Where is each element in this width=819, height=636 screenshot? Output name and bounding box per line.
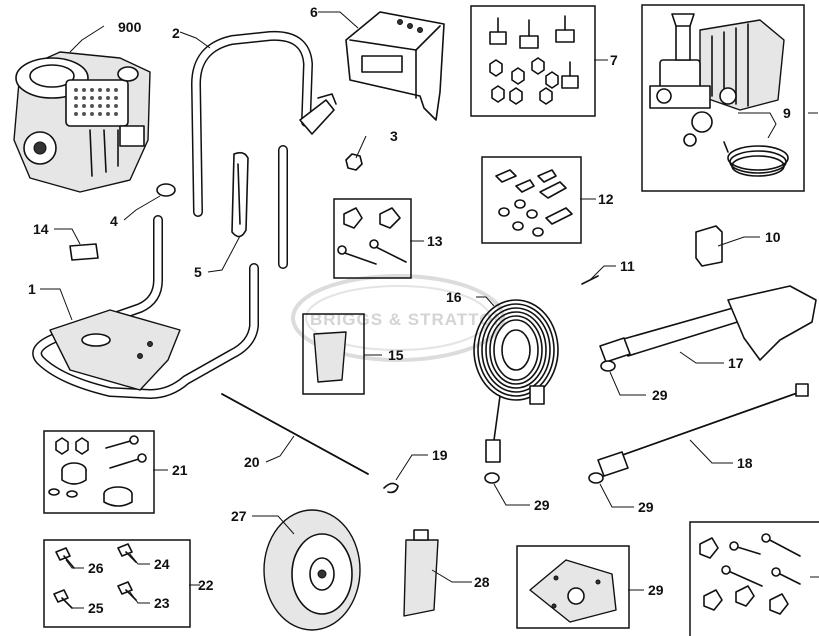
wand-part <box>588 383 809 484</box>
callout-4: 4 <box>110 213 118 229</box>
callout-900: 900 <box>118 19 142 35</box>
kit-box-15 <box>302 313 365 395</box>
washer-part <box>484 472 500 484</box>
bracket-part <box>345 11 445 121</box>
wheel-part <box>263 509 361 631</box>
callout-15: 15 <box>388 347 404 363</box>
spray-gun-part <box>599 285 817 372</box>
callout-20: 20 <box>244 454 260 470</box>
callout-28: 28 <box>474 574 490 590</box>
frame-part <box>32 215 259 399</box>
kit-22-parts <box>53 543 137 609</box>
callout-numbers: 900 2 6 7 9 3 12 4 14 13 10 5 11 1 16 15… <box>28 4 791 616</box>
kit-7-parts <box>489 15 579 105</box>
callout-29-hose: 29 <box>534 497 550 513</box>
leader-lines <box>40 11 819 609</box>
callout-5: 5 <box>194 264 202 280</box>
bottle-part <box>403 529 439 617</box>
kit-box-hardware <box>689 521 819 636</box>
hardware-kit-parts <box>699 533 801 615</box>
callout-6: 6 <box>310 4 318 20</box>
nut-part <box>345 153 363 171</box>
pump-part <box>649 13 789 177</box>
callout-14: 14 <box>33 221 49 237</box>
decal-15-part <box>313 331 347 383</box>
callout-1: 1 <box>28 281 36 297</box>
cap-part <box>156 183 176 197</box>
callout-3: 3 <box>390 128 398 144</box>
callout-2: 2 <box>172 25 180 41</box>
kit-box-12 <box>481 156 582 244</box>
kit-box-13 <box>333 198 412 279</box>
callout-29-kit: 29 <box>648 582 664 598</box>
strap-part <box>231 151 249 238</box>
callout-12: 12 <box>598 191 614 207</box>
handle-part <box>191 30 337 269</box>
decal-part <box>69 243 99 261</box>
engine-part <box>13 51 151 193</box>
callout-26: 26 <box>88 560 104 576</box>
callout-18: 18 <box>737 455 753 471</box>
callout-19: 19 <box>432 447 448 463</box>
callout-27: 27 <box>231 508 247 524</box>
callout-7: 7 <box>610 52 618 68</box>
callout-29-gun: 29 <box>652 387 668 403</box>
kit-box-21 <box>43 430 155 514</box>
callout-25: 25 <box>88 600 104 616</box>
callout-11: 11 <box>620 258 635 274</box>
clip-part <box>695 225 723 267</box>
kit-29-parts <box>529 559 617 623</box>
callout-22: 22 <box>198 577 214 593</box>
callout-24: 24 <box>154 556 170 572</box>
kit-13-parts <box>337 207 407 265</box>
callout-10: 10 <box>765 229 781 245</box>
retaining-clip-part <box>383 482 399 494</box>
callout-16: 16 <box>446 289 462 305</box>
kit-box-7 <box>470 5 596 117</box>
callout-23: 23 <box>154 595 170 611</box>
kit-box-22 <box>43 539 191 628</box>
callout-9: 9 <box>783 105 791 121</box>
callout-21: 21 <box>172 462 188 478</box>
callout-13: 13 <box>427 233 443 249</box>
kit-21-parts <box>48 435 147 507</box>
kit-box-9 <box>641 4 805 192</box>
kit-12-parts <box>495 169 573 237</box>
kit-box-29 <box>516 545 630 629</box>
watermark-text: BRIGGS & STRATTON <box>310 310 507 329</box>
callout-29-wand: 29 <box>638 499 654 515</box>
callout-17: 17 <box>728 355 744 371</box>
hose-part <box>473 299 559 463</box>
